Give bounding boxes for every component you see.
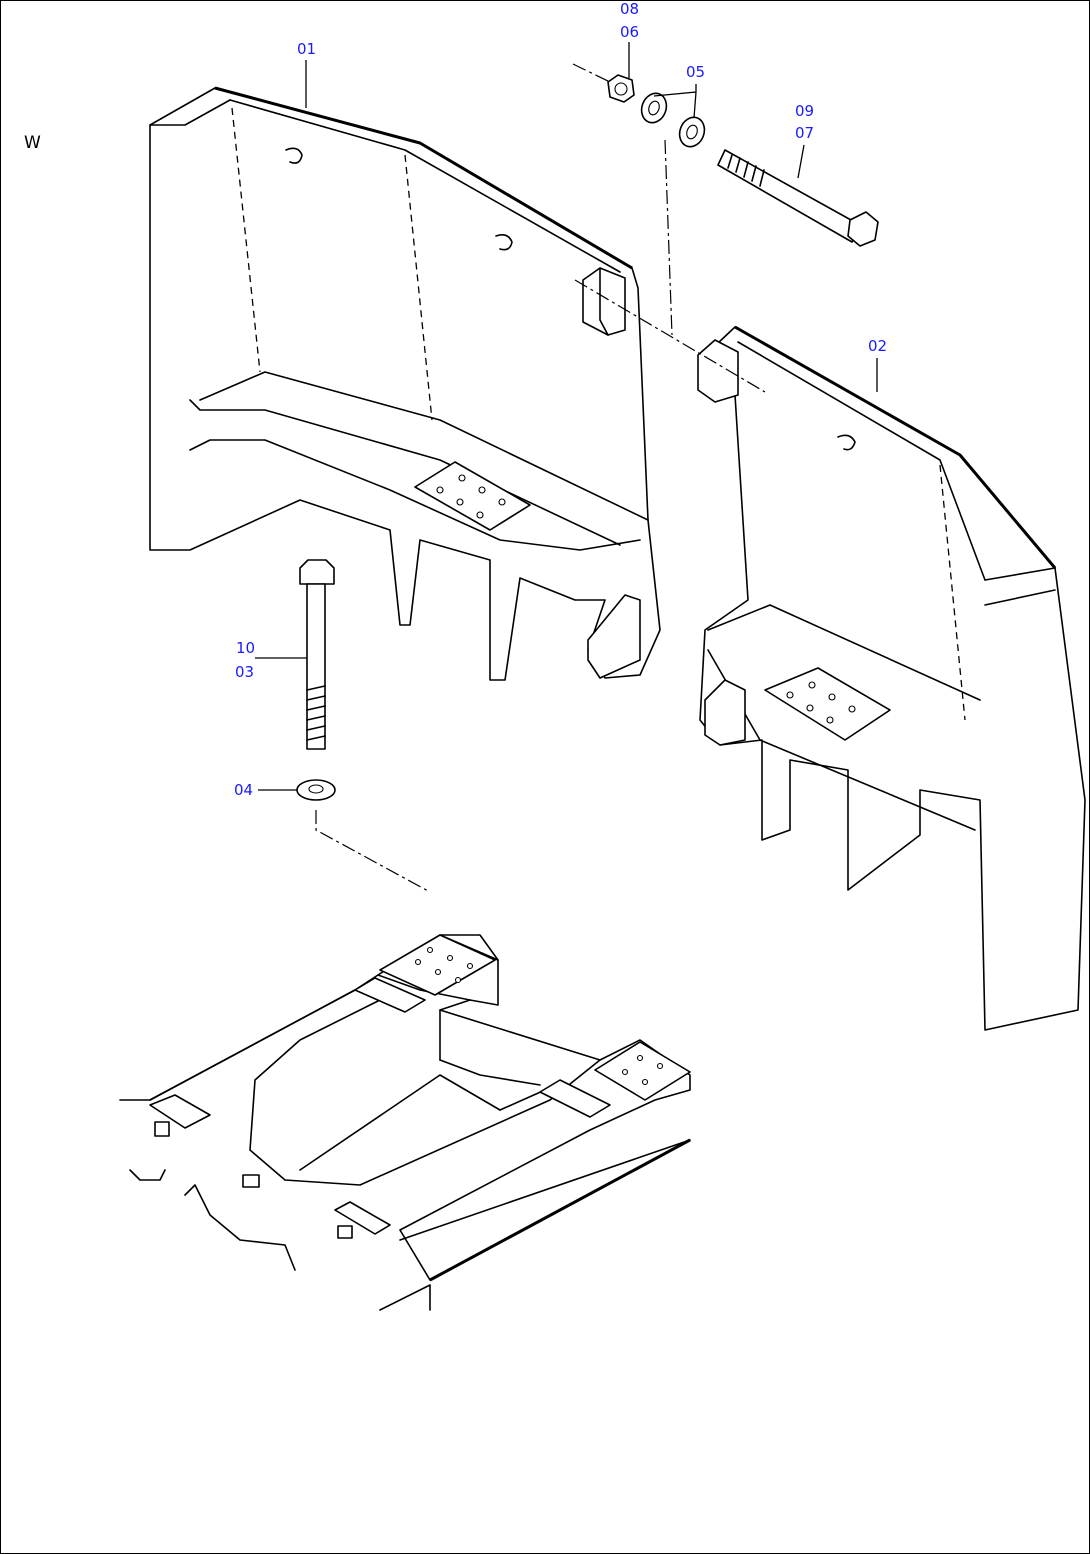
centerline-vertical-bolt — [315, 810, 431, 893]
label-09: 09 — [795, 102, 814, 120]
washer-04 — [296, 779, 336, 801]
centerline-washers — [664, 139, 673, 336]
mount-holes-left — [436, 474, 506, 519]
label-07: 07 — [795, 124, 814, 142]
leader-07-09 — [797, 144, 805, 179]
bolt-horizontal-07 — [717, 149, 879, 247]
washer-05b — [678, 116, 706, 148]
view-label: W — [24, 133, 41, 153]
nut-06 — [607, 74, 635, 103]
label-05: 05 — [686, 63, 705, 81]
label-04: 04 — [234, 781, 253, 799]
counterweight-right — [697, 325, 1086, 1031]
leader-05 — [653, 84, 697, 119]
centerline-nut — [572, 63, 611, 83]
counterweight-left — [149, 86, 661, 681]
label-10: 10 — [236, 639, 255, 657]
label-08: 08 — [620, 0, 639, 18]
centerline-horizontal-bolt — [574, 279, 766, 393]
label-03: 03 — [235, 663, 254, 681]
label-01: 01 — [297, 40, 316, 58]
label-02: 02 — [868, 337, 887, 355]
machine-frame — [119, 934, 691, 1311]
mount-holes-right — [786, 681, 856, 724]
bolt-vertical-03 — [299, 559, 335, 750]
label-06: 06 — [620, 23, 639, 41]
washer-05a — [640, 92, 668, 124]
